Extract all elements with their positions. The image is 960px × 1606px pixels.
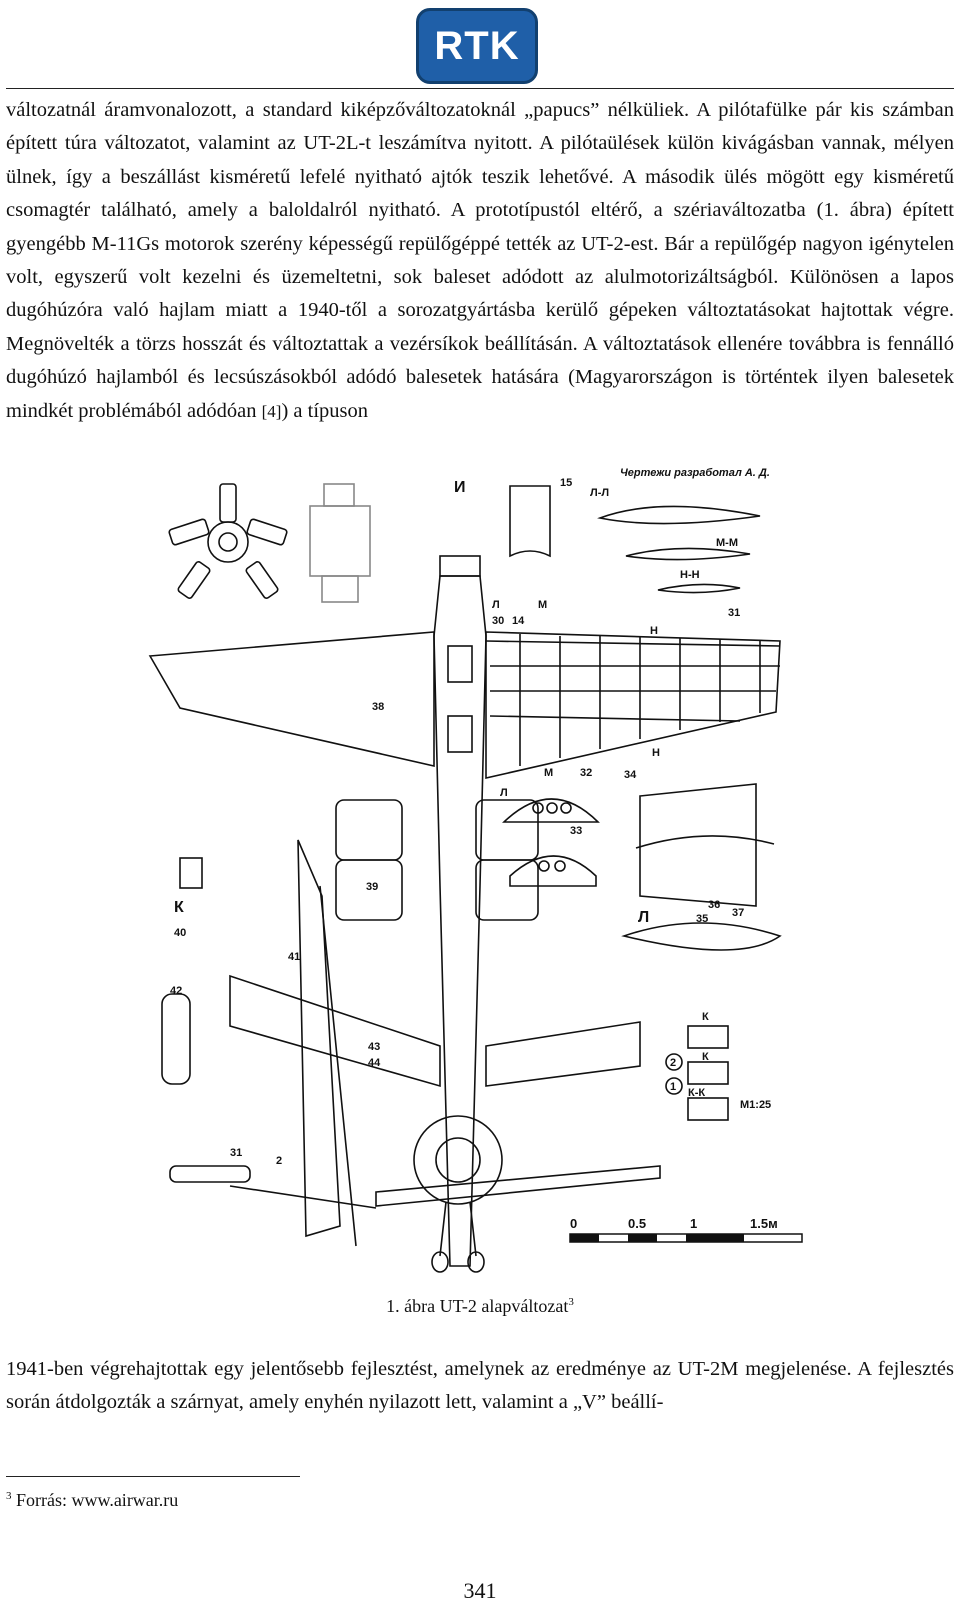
rtk-logo: RTK	[416, 8, 538, 84]
aircraft-blueprint: 0 0.5 1 1.5м Чертежи разработал А. Д. И …	[148, 467, 803, 1273]
part-number: 39	[366, 881, 378, 893]
engine-side-view	[309, 483, 371, 603]
section-label: К	[702, 1011, 709, 1023]
part-number: 33	[570, 825, 582, 837]
part-number: 32	[580, 767, 592, 779]
scale-tick-2: 1	[690, 1216, 697, 1231]
footnote-marker: 3	[568, 1296, 574, 1308]
wing-top-view	[148, 631, 781, 780]
section-label: К	[174, 899, 184, 916]
part-number: 42	[170, 985, 182, 997]
part-number: 41	[288, 951, 300, 963]
scale-tick-0: 0	[570, 1216, 577, 1231]
part-number: 2	[276, 1155, 282, 1167]
wing-front-view	[229, 974, 661, 1273]
paragraph-tail: ) a típuson	[281, 399, 368, 422]
footnote-text: Forrás: www.airwar.ru	[11, 1490, 179, 1510]
part-number: 35	[696, 913, 708, 925]
part-number: 38	[372, 701, 384, 713]
section-label: М	[544, 767, 553, 779]
tail-planform	[335, 799, 539, 921]
part-number: 15	[560, 477, 572, 489]
scale-tick-1: 0.5	[628, 1216, 646, 1231]
footnote-rule	[6, 1476, 300, 1477]
part-number: 14	[512, 615, 525, 627]
part-number: 2	[670, 1057, 676, 1069]
section-label: И	[454, 479, 466, 496]
section-label: М	[538, 599, 547, 611]
logo-text: RTK	[434, 23, 520, 68]
part-number: 1	[670, 1081, 676, 1093]
part-number: 31	[230, 1147, 242, 1159]
paragraph-text: változatnál áramvonalozott, a standard k…	[6, 99, 954, 422]
section-label: Н-Н	[680, 569, 700, 581]
airfoil-sections	[509, 485, 761, 594]
part-number: 44	[368, 1057, 381, 1069]
citation-ref: [4]	[261, 401, 282, 421]
section-label: Л	[638, 909, 649, 926]
drawing-credit: Чертежи разработал А. Д.	[620, 467, 770, 479]
caption-text: 1. ábra UT-2 alapváltozat	[386, 1296, 569, 1316]
paragraph-text: 1941-ben végrehajtottak egy jelentősebb …	[6, 1358, 954, 1414]
section-label: Н	[650, 625, 658, 637]
body-paragraph-1: változatnál áramvonalozott, a standard k…	[6, 94, 954, 428]
part-number: 43	[368, 1041, 380, 1053]
figure-caption: 1. ábra UT-2 alapváltozat3	[0, 1296, 960, 1317]
footnote-mark: 3	[6, 1490, 12, 1502]
part-number: 40	[174, 927, 186, 939]
body-paragraph-2: 1941-ben végrehajtottak egy jelentősebb …	[6, 1353, 954, 1420]
part-number: 36	[708, 899, 720, 911]
page-number: 341	[463, 1578, 497, 1603]
part-number: 30	[492, 615, 504, 627]
part-number: 34	[624, 769, 637, 781]
section-label: Н	[652, 747, 660, 759]
section-label: К	[702, 1051, 709, 1063]
section-label: К-К	[688, 1087, 705, 1099]
part-number: 31	[728, 607, 740, 619]
scale-ratio: М1:25	[740, 1099, 771, 1111]
scale-tick-3: 1.5м	[750, 1216, 778, 1231]
scale-bar: 0 0.5 1 1.5м	[569, 1216, 803, 1243]
fuselage-side-view	[297, 839, 357, 1247]
header-rule	[6, 88, 954, 89]
aircraft-drawing-figure: 0 0.5 1 1.5м Чертежи разработал А. Д. И …	[140, 466, 820, 1286]
footnote: 3 Forrás: www.airwar.ru	[6, 1490, 178, 1511]
instrument-panels	[502, 798, 600, 887]
section-label: Л	[500, 787, 508, 799]
engine-front-view	[168, 483, 288, 599]
section-label: Л-Л	[590, 487, 609, 499]
rudder-detail	[621, 783, 782, 951]
fuselage-top-view	[433, 555, 487, 1267]
section-label: М-М	[716, 537, 738, 549]
section-label: Л	[492, 599, 500, 611]
hinge-details	[161, 857, 729, 1183]
part-number: 37	[732, 907, 744, 919]
